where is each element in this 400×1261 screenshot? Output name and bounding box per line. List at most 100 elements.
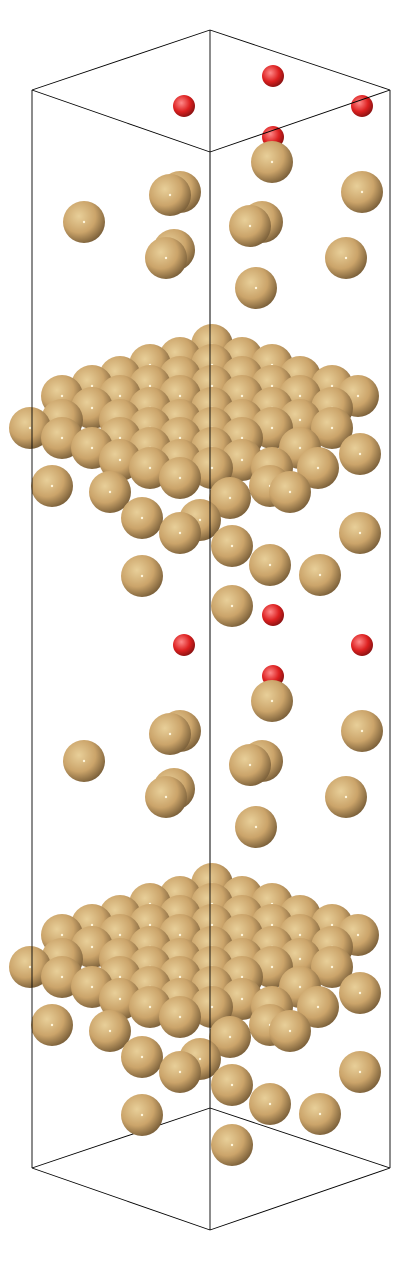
cell-edge-top-front-right [209,89,391,153]
atom-highlight [298,985,302,989]
atom-highlight [358,531,362,535]
atom-highlight [358,452,362,456]
atom-highlight [270,384,274,388]
atom-highlight [316,1005,320,1009]
atom-highlight [148,1005,152,1009]
atom-highlight [268,1102,272,1106]
atom-highlight [270,965,274,969]
unit-cell-front-edges [31,29,391,1231]
atom-highlight [198,1057,202,1061]
atom-highlight [60,394,64,398]
atom-highlight [230,604,234,608]
atom-highlight [178,476,182,480]
atom-highlight [298,394,302,398]
atom-highlight [344,795,348,799]
atom-highlight [288,490,292,494]
atom-highlight [140,516,144,520]
atom-highlight [228,1035,232,1039]
atom-highlight [178,394,182,398]
atom-highlight [210,384,214,388]
atom-highlight [230,1143,234,1147]
atom-highlight [270,160,274,164]
atom-highlight [254,825,258,829]
atom-highlight [82,759,86,763]
atom-highlight [330,384,334,388]
atom-highlight [268,563,272,567]
atom-highlight [344,256,348,260]
atom-highlight [270,426,274,430]
atom-highlight [228,496,232,500]
atom-highlight [148,923,152,927]
atom-highlight [118,458,122,462]
atom-highlight [90,406,94,410]
atom-highlight [270,699,274,703]
oxygen-atom [262,604,284,626]
atom-highlight [330,923,334,927]
atom-highlight [230,1083,234,1087]
atom-highlight [316,466,320,470]
atom-highlight [254,286,258,290]
atom-highlight [248,763,252,767]
atom-highlight [358,991,362,995]
atom-highlight [28,426,32,430]
atom-highlight [118,436,122,440]
atom-highlight [90,923,94,927]
atom-highlight [178,975,182,979]
atoms-layer [9,65,383,1166]
atom-highlight [210,1005,214,1009]
atom-highlight [360,729,364,733]
cell-edge-top-front-left [31,89,211,153]
atom-highlight [240,458,244,462]
atom-highlight [210,466,214,470]
oxygen-atom [173,95,195,117]
atom-highlight [240,997,244,1001]
atom-highlight [210,923,214,927]
atom-highlight [240,436,244,440]
oxygen-atom [173,634,195,656]
atom-highlight [330,426,334,430]
atom-highlight [118,975,122,979]
atom-highlight [318,573,322,577]
atom-highlight [140,1113,144,1117]
atom-highlight [168,193,172,197]
atom-highlight [50,1023,54,1027]
cell-edge-bottom-front-right [209,1167,391,1231]
atom-highlight [164,256,168,260]
cell-edge-top-back-right [209,29,391,91]
cell-edge-bottom-back-left [31,1107,211,1169]
atom-highlight [240,394,244,398]
atom-highlight [298,418,302,422]
atom-highlight [358,1070,362,1074]
atom-highlight [356,933,360,937]
atom-highlight [108,1029,112,1033]
atom-highlight [198,518,202,522]
atom-highlight [118,933,122,937]
atom-highlight [90,985,94,989]
cell-edge-bottom-front-left [31,1167,211,1231]
atom-highlight [270,923,274,927]
atom-highlight [178,1070,182,1074]
atom-highlight [298,446,302,450]
atom-highlight [240,933,244,937]
atom-highlight [28,965,32,969]
atom-highlight [148,384,152,388]
atom-highlight [148,466,152,470]
atom-highlight [360,190,364,194]
atom-highlight [356,394,360,398]
oxygen-atom [262,65,284,87]
atom-highlight [168,732,172,736]
atom-highlight [140,1055,144,1059]
atom-highlight [82,220,86,224]
atom-highlight [60,436,64,440]
atom-highlight [330,965,334,969]
atom-highlight [118,997,122,1001]
atom-highlight [178,531,182,535]
atom-highlight [164,795,168,799]
cell-edge-top-back-left [31,29,211,91]
atom-highlight [298,933,302,937]
atom-highlight [178,436,182,440]
atom-highlight [60,975,64,979]
atom-highlight [90,945,94,949]
